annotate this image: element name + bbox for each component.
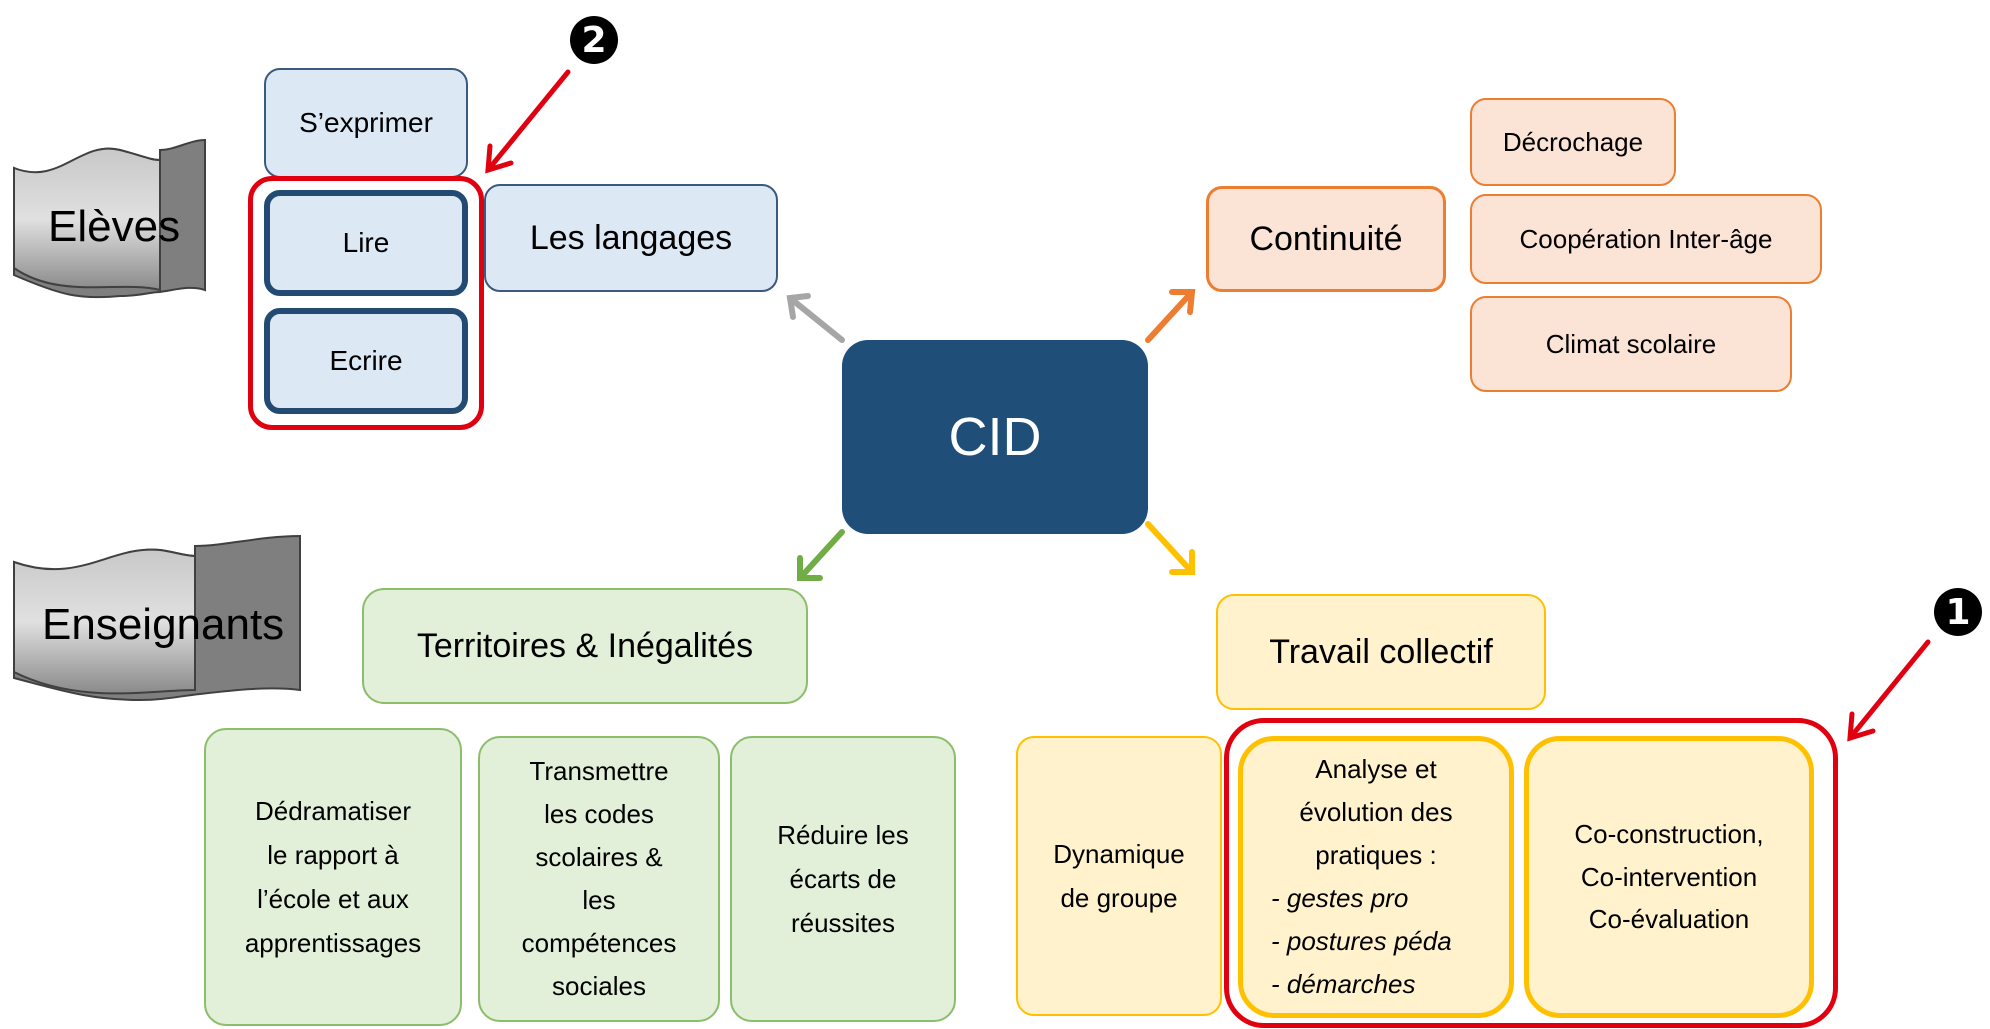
reduire-line-2: écarts de — [789, 863, 897, 894]
arrow-to-travail — [1145, 521, 1195, 575]
analyse-line-3: pratiques : — [1315, 840, 1437, 871]
node-dedramatiser: Dédramatiser le rapport à l’école et aux… — [204, 728, 462, 1026]
banner-eleves-label: Elèves — [48, 202, 181, 251]
dedramatiser-line-2: le rapport à — [267, 839, 399, 870]
node-cooperation-label: Coopération Inter-âge — [1519, 223, 1773, 254]
node-decrochage-label: Décrochage — [1502, 126, 1644, 157]
node-dynamique: Dynamique de groupe — [1016, 736, 1222, 1016]
analyse-list-item-3: - démarches — [1271, 968, 1416, 999]
node-lire: Lire — [264, 190, 468, 296]
badge-one: 1 — [1934, 588, 1982, 636]
badge-two: 2 — [570, 16, 618, 64]
node-analyse: Analyse et évolution des pratiques : - g… — [1238, 736, 1514, 1018]
arrow-to-territoires — [797, 529, 845, 581]
node-climat-scolaire: Climat scolaire — [1470, 296, 1792, 392]
node-decrochage: Décrochage — [1470, 98, 1676, 186]
arrow-to-continuite — [1145, 289, 1196, 343]
banner-eleves-shape — [13, 138, 206, 299]
transmettre-line-1: Transmettre — [529, 756, 669, 787]
arrow-to-langages — [786, 293, 845, 343]
analyse-line-1: Analyse et — [1315, 754, 1437, 785]
node-continuite: Continuité — [1206, 186, 1446, 292]
pointer-arrow-1 — [1847, 639, 1931, 742]
dedramatiser-line-4: apprentissages — [244, 928, 422, 959]
analyse-list-item-2: - postures péda — [1271, 925, 1452, 956]
center-label: CID — [948, 406, 1042, 467]
transmettre-line-5: compétences — [521, 927, 677, 958]
node-les-langages-label: Les langages — [529, 218, 733, 257]
node-lire-label: Lire — [342, 227, 390, 258]
dedramatiser-line-3: l’école et aux — [257, 884, 409, 914]
reduire-line-3: réussites — [790, 908, 896, 939]
transmettre-line-4: les — [582, 885, 616, 915]
node-cooperation: Coopération Inter-âge — [1470, 194, 1822, 284]
highlight-frame-one — [1224, 718, 1838, 1028]
transmettre-line-6: sociales — [552, 970, 646, 1001]
pointer-arrow-2 — [485, 69, 571, 174]
analyse-list-item-1: - gestes pro — [1271, 883, 1409, 913]
dynamique-line-1: Dynamique — [1053, 838, 1185, 869]
node-sexprimer: S’exprimer — [264, 68, 468, 178]
node-transmettre: Transmettre les codes scolaires & les co… — [478, 736, 720, 1022]
highlight-frame-two — [248, 176, 484, 430]
node-les-langages: Les langages — [484, 184, 778, 292]
dedramatiser-line-1: Dédramatiser — [254, 795, 412, 826]
node-ecrire-label: Ecrire — [329, 345, 403, 376]
dynamique-line-2: de groupe — [1060, 883, 1178, 913]
analyse-list: - gestes pro - postures péda - démarches — [1271, 877, 1452, 1006]
co-line-2: Co-intervention — [1580, 861, 1758, 892]
node-territoires-label: Territoires & Inégalités — [416, 626, 754, 665]
transmettre-line-2: les codes — [544, 799, 654, 830]
analyse-line-2: évolution des — [1299, 797, 1453, 828]
co-line-1: Co-construction, — [1574, 818, 1764, 849]
banner-enseignants-label: Enseignants — [42, 600, 285, 649]
node-reduire: Réduire les écarts de réussites — [730, 736, 956, 1022]
node-climat-scolaire-label: Climat scolaire — [1545, 328, 1717, 359]
node-co-construction: Co-construction, Co-intervention Co-éval… — [1524, 736, 1814, 1018]
node-travail-collectif-label: Travail collectif — [1269, 632, 1493, 671]
node-territoires: Territoires & Inégalités — [362, 588, 808, 704]
node-continuite-label: Continuité — [1249, 219, 1403, 258]
co-line-3: Co-évaluation — [1588, 904, 1750, 935]
transmettre-line-3: scolaires & — [535, 842, 663, 873]
node-sexprimer-label: S’exprimer — [299, 107, 433, 138]
node-travail-collectif: Travail collectif — [1216, 594, 1546, 710]
center-node: CID — [842, 340, 1148, 534]
banner-enseignants-shape — [13, 534, 301, 702]
node-ecrire: Ecrire — [264, 308, 468, 414]
reduire-line-1: Réduire les — [777, 819, 909, 850]
